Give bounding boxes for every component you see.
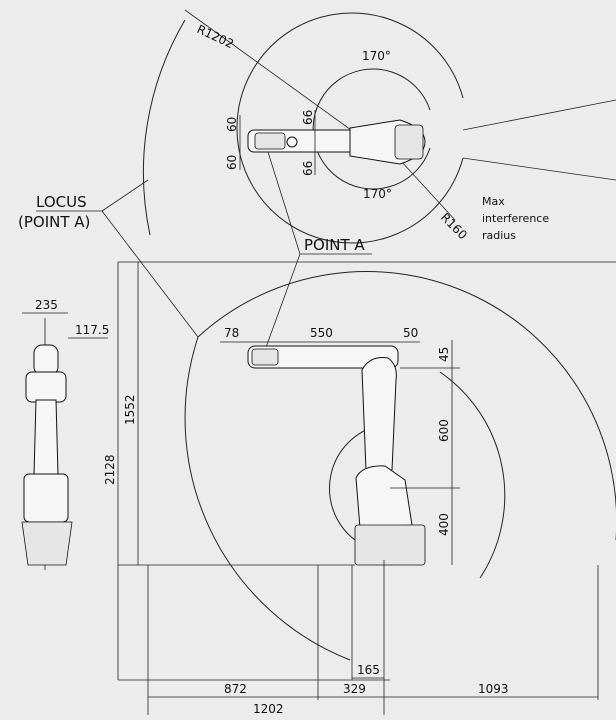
side-forearm (247, 345, 399, 369)
robot-top-view (247, 119, 426, 165)
dim66-a: 66 (301, 110, 315, 125)
max-interference-line1: Max (482, 195, 505, 208)
top-view: R1202 170° 170° R160 Max interference ra… (142, 9, 616, 244)
top-wrist (254, 132, 286, 150)
front-wrist (33, 344, 59, 376)
dim872-label: 872 (224, 682, 247, 696)
envelope-outer (197, 271, 616, 540)
max-interference-line3: radius (482, 229, 516, 242)
point-a-leader-side (264, 253, 301, 351)
front-base (21, 521, 73, 566)
point-a-leader-top (267, 151, 301, 255)
dim400-label: 400 (437, 513, 451, 536)
locus-label-line1: LOCUS (36, 193, 87, 211)
dim235-label: 235 (35, 298, 58, 312)
dim2128-label: 2128 (103, 454, 117, 485)
r1202-leader (184, 9, 366, 141)
dim60-b: 60 (225, 155, 239, 170)
point-a-label: POINT A (304, 236, 365, 254)
top-base-cap (394, 124, 424, 160)
side-upper-arm (361, 357, 397, 471)
dim1202-label: 1202 (253, 702, 284, 715)
front-shoulder (23, 473, 69, 523)
locus-leader-top (101, 179, 149, 212)
envelope-inner (328, 424, 381, 541)
robot-front-view (21, 344, 73, 566)
dim78-label: 78 (224, 326, 239, 340)
dim50-label: 50 (403, 326, 418, 340)
front-arm (33, 399, 59, 476)
envelope-left (184, 336, 351, 661)
dim165-label: 165 (357, 663, 380, 677)
max-interference-line2: interference (482, 212, 549, 225)
sweep-line-lower (462, 157, 616, 181)
side-view: 78 550 50 45 600 400 1552 2128 165 872 3… (103, 261, 616, 716)
dim550-label: 550 (310, 326, 333, 340)
dim1093-label: 1093 (478, 682, 509, 696)
front-view: 235 117.5 (21, 298, 109, 570)
side-base (354, 524, 426, 566)
dim1552-label: 1552 (123, 394, 137, 425)
r160-leader (399, 159, 456, 221)
envelope-right-lower (439, 371, 506, 579)
r160-label: R160 (438, 210, 470, 242)
front-upper (25, 371, 67, 403)
dim117-label: 117.5 (75, 323, 109, 337)
r1202-label: R1202 (195, 22, 236, 51)
dim329-label: 329 (343, 682, 366, 696)
locus-label-group: LOCUS (POINT A) POINT A (18, 151, 372, 351)
top-joint (286, 136, 298, 148)
dim600-label: 600 (437, 419, 451, 442)
side-wrist (251, 348, 279, 366)
sweep-line-upper (462, 99, 616, 131)
locus-leader-side (101, 210, 199, 338)
angle-top-label: 170° (362, 49, 391, 63)
dim45-label: 45 (437, 347, 451, 362)
range-arc-outer (236, 12, 464, 244)
dim66-b: 66 (301, 161, 315, 176)
dim60-a: 60 (225, 117, 239, 132)
outer-range-arc-top (142, 19, 186, 236)
locus-label-line2: (POINT A) (18, 213, 90, 231)
range-arc-inner (312, 68, 431, 190)
side-shoulder (355, 465, 413, 529)
angle-bottom-label: 170° (363, 187, 392, 201)
robot-side-view (247, 345, 426, 566)
